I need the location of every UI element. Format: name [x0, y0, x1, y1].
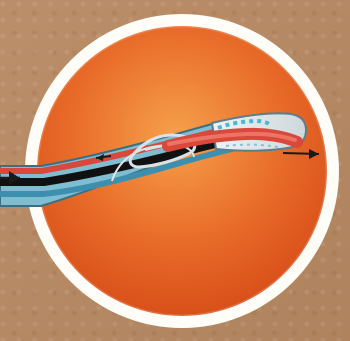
page-canvas [0, 0, 350, 341]
catheter-illustration [0, 0, 350, 341]
